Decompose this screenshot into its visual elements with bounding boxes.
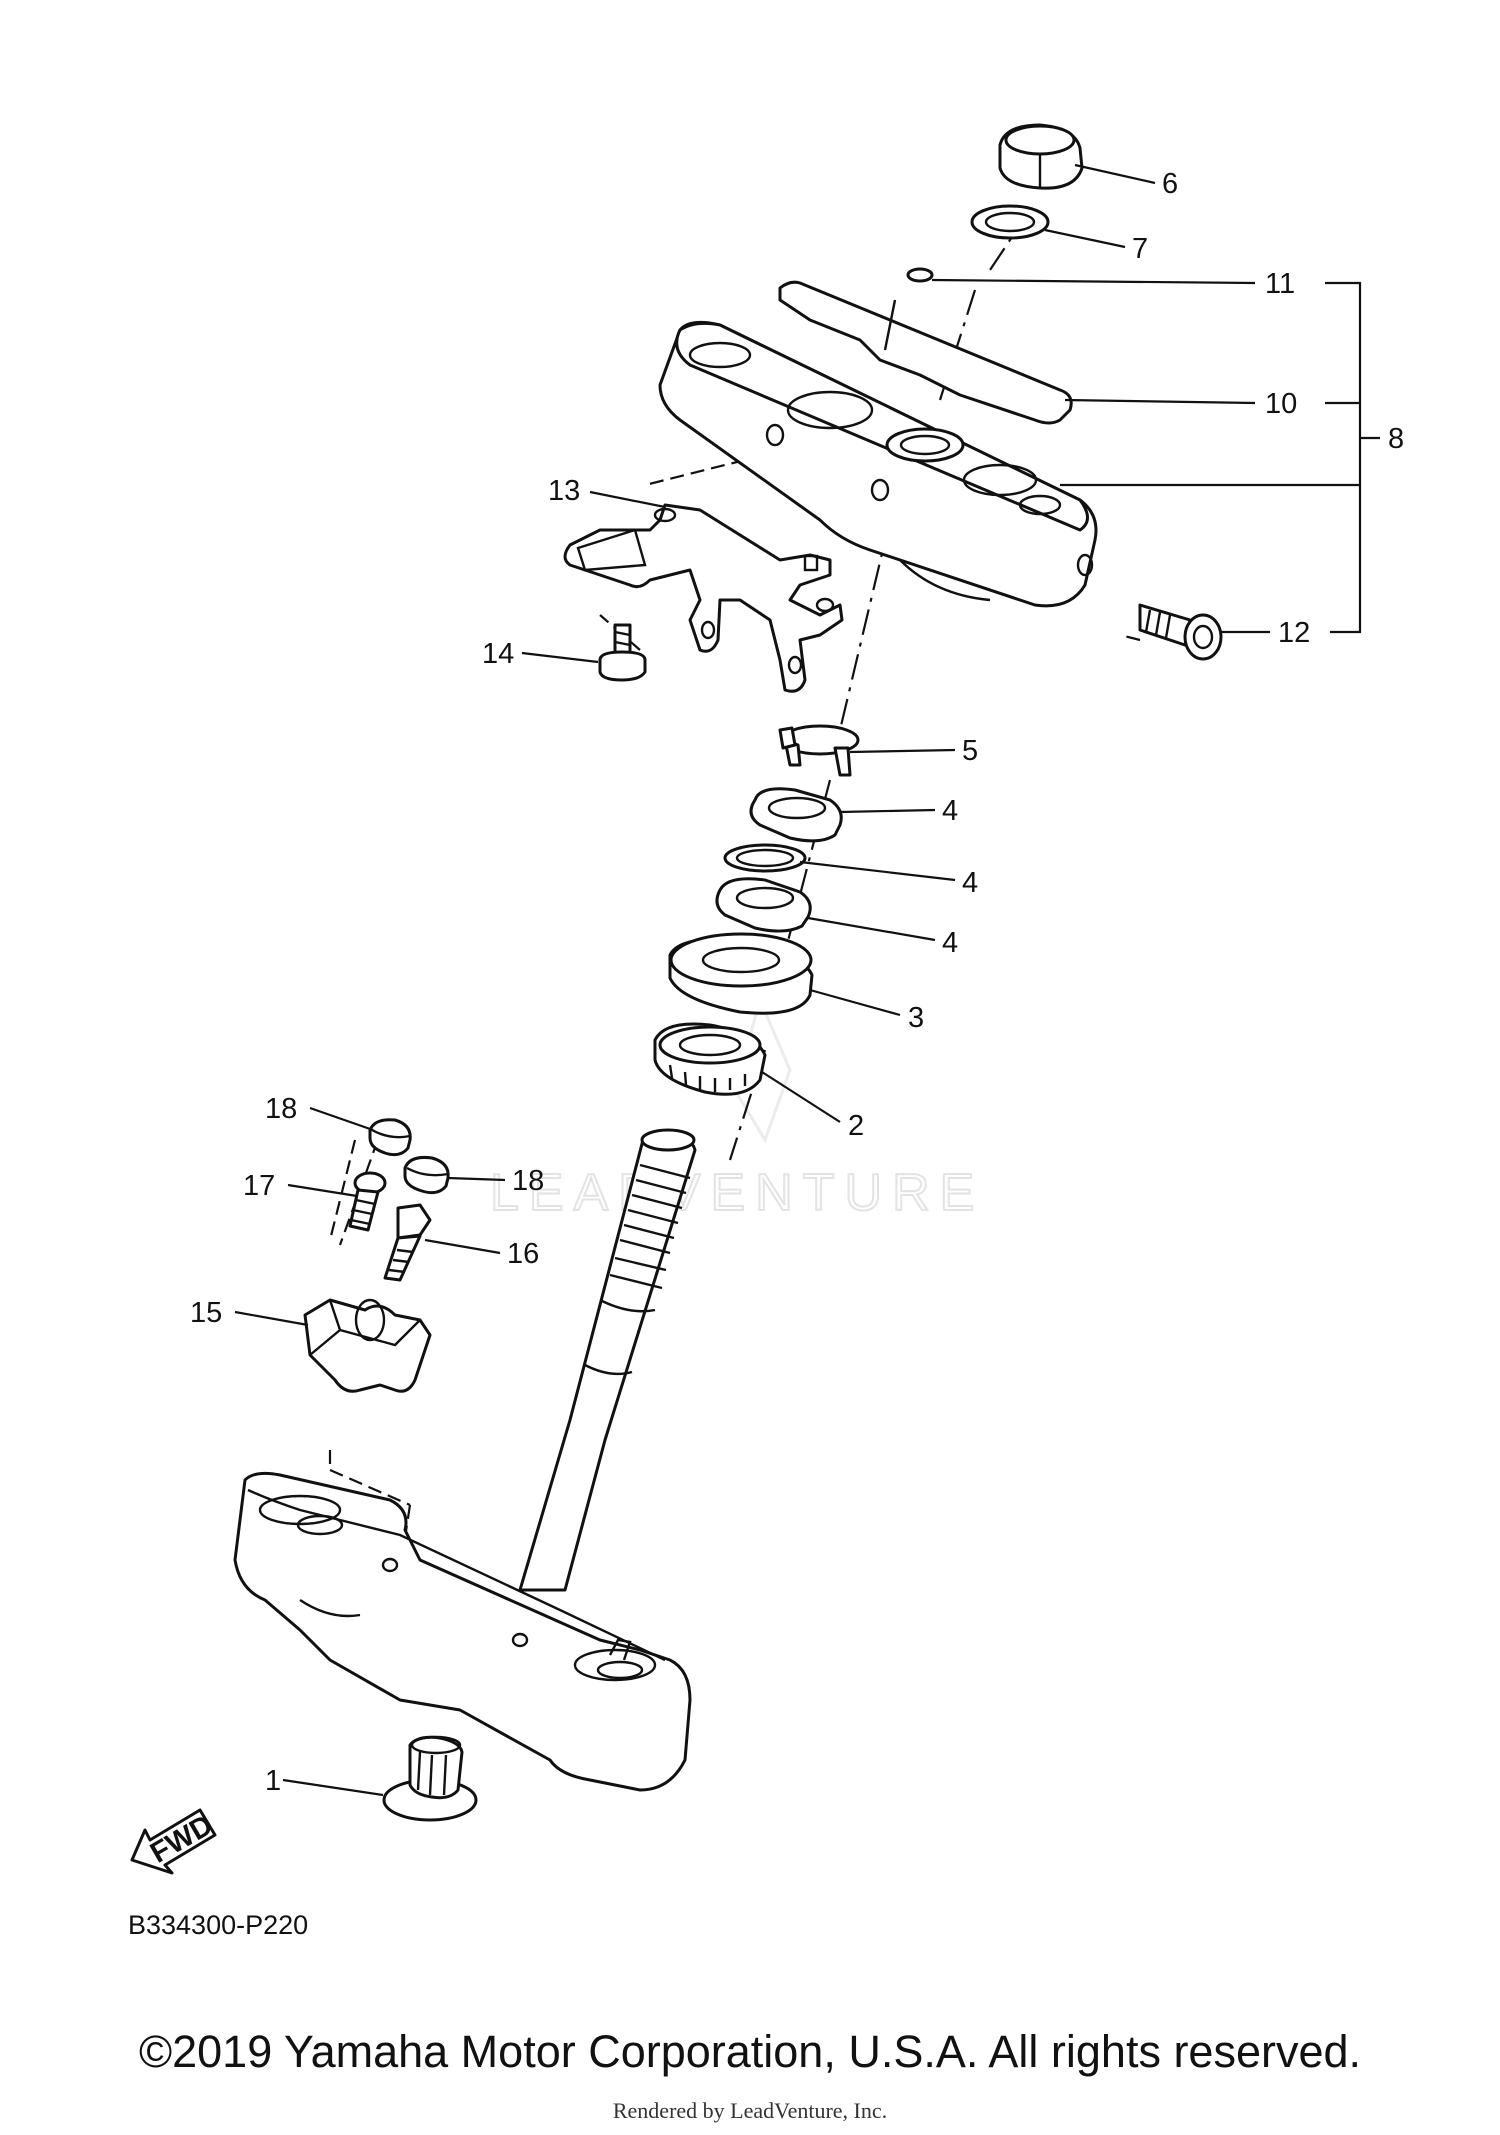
part-12-pinch-bolt [1138, 603, 1223, 661]
callout-6: 5 [962, 735, 978, 767]
part-5-washer [723, 843, 807, 873]
part-2-tapered-bearing [653, 1022, 767, 1096]
steering-stem-shaft [518, 1128, 697, 1592]
leadventure-watermark: LEADVENTURE [489, 995, 984, 1223]
callout-5: 4 [962, 867, 978, 899]
part-10-cover-plate [778, 280, 1073, 425]
rendered-by-notice: Rendered by LeadVenture, Inc. [612, 2098, 888, 2123]
callout-4-upper: 4 [942, 795, 958, 827]
part-11-plug [906, 267, 934, 283]
callout-1: 1 [265, 1765, 281, 1797]
part-18-cap-right [403, 1156, 450, 1195]
callout-18-right: 18 [512, 1165, 544, 1197]
callout-labels: 6 7 11 10 8 12 13 14 5 4 4 4 3 2 18 18 1… [190, 168, 1404, 1797]
callout-14: 14 [482, 638, 514, 670]
watermark-text: LEADVENTURE [490, 1164, 984, 1222]
leader-lines [234, 163, 1380, 1797]
callout-11: 11 [1265, 268, 1295, 300]
part-15-holder [303, 1298, 432, 1393]
callout-16: 16 [507, 1238, 539, 1270]
callout-9: 8 [1388, 423, 1404, 455]
part-8-washer [970, 204, 1050, 240]
callout-18-left: 18 [265, 1093, 297, 1125]
callout-8: 7 [1132, 233, 1148, 265]
part-3-bearing-cover [668, 932, 814, 1015]
callout-13: 13 [548, 475, 580, 507]
fwd-arrow-icon: FWD [130, 1808, 218, 1875]
callout-2: 2 [848, 1110, 864, 1142]
callout-15: 15 [190, 1297, 222, 1329]
diagram-code: B334300-P220 [128, 1910, 309, 1940]
callout-3: 3 [908, 1002, 924, 1034]
callout-12: 12 [1278, 617, 1310, 649]
callout-10: 10 [1265, 388, 1297, 420]
callout-17: 17 [243, 1170, 275, 1202]
callout-7: 6 [1162, 168, 1178, 200]
part-17-screw [348, 1171, 387, 1232]
part-16-bolt [383, 1203, 432, 1282]
part-13-meter-bracket [563, 503, 844, 693]
callout-4-lower: 4 [942, 927, 958, 959]
part-7-cap-nut [998, 123, 1084, 190]
part-18-cap-left [368, 1118, 412, 1157]
part-1-collar [382, 1735, 478, 1822]
under-bracket [233, 1471, 692, 1792]
part-14-bolt [598, 623, 647, 682]
fwd-label: FWD [145, 1809, 218, 1870]
copyright-notice: ©2019 Yamaha Motor Corporation, U.S.A. A… [138, 2026, 1362, 2077]
part-4-ring-nut-upper [749, 787, 843, 843]
part-6-lock-washer [778, 724, 860, 777]
part-9-upper-bracket [658, 320, 1098, 608]
part-4-ring-nut-lower [715, 877, 812, 933]
